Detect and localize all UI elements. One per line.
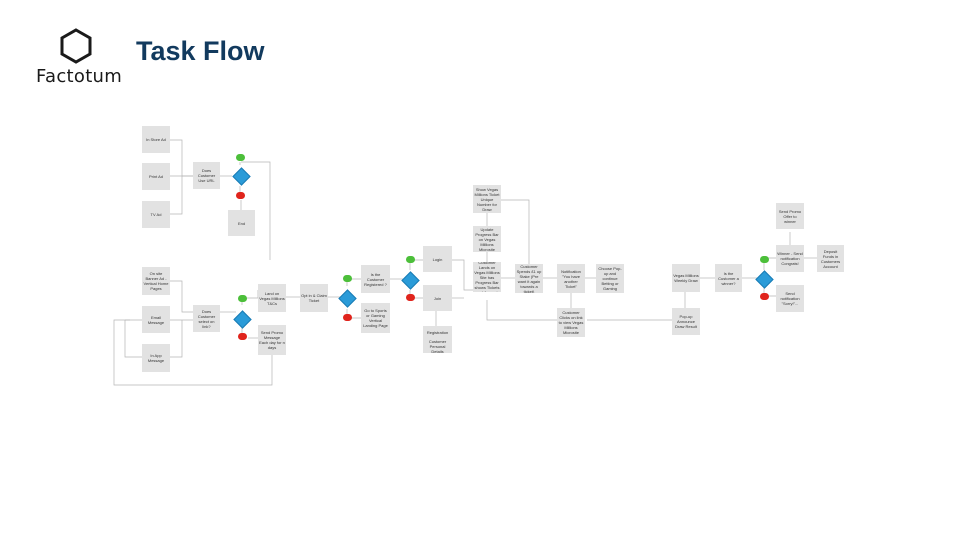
- in-store-ad-node: In Store Ad: [142, 126, 170, 153]
- tv-ad-node: TV Ad: [142, 201, 170, 228]
- go-to-sports-gaming-node: Go to Sports or Gaming Vertical Landing …: [361, 303, 390, 333]
- customer-lands-microsite-node: Customer Lands on Vegas Millions Site ha…: [473, 262, 501, 292]
- no-indicator: [343, 314, 352, 321]
- send-notification-sorry-node: Send notification "Sorry!"...: [776, 285, 804, 312]
- print-ad-node: Print Ad: [142, 163, 170, 190]
- hexagon-logo-icon: [60, 28, 92, 64]
- customer-personal-details-node: Customer Personal Details: [423, 339, 452, 353]
- yes-indicator: [760, 256, 769, 263]
- update-progress-bar-node: Update Progress Bar on Vegas Millions Mi…: [473, 226, 501, 252]
- choose-pop-up-node: Choose Pop-up and continue Betting or Ga…: [596, 264, 624, 293]
- no-indicator: [406, 294, 415, 301]
- registration-node: Registration: [423, 326, 452, 339]
- deposit-funds-node: Deposit Funds in Customers Account: [817, 245, 844, 272]
- logo: Factotum: [30, 26, 123, 87]
- is-customer-registered-node: Is the Customer Registered ?: [361, 265, 390, 293]
- land-on-vegas-millions-node: Land on Vegas Millions T&Cs: [258, 284, 286, 312]
- yes-indicator: [343, 275, 352, 282]
- customer-clicks-microsite-node: Customer Clicks on link to view Vegas Mi…: [557, 308, 585, 337]
- logo-text: Factotum: [36, 66, 123, 87]
- join-node: Join: [423, 285, 452, 311]
- yes-indicator: [238, 295, 247, 302]
- does-customer-select-link-node: Does Customer select on link?: [193, 305, 220, 332]
- vegas-millions-weekly-draw-node: Vegas Millions Weekly Draw: [672, 264, 700, 292]
- send-promo-offer-node: Send Promo Offer to winner: [776, 203, 804, 229]
- show-vegas-millions-ticket-node: Show Vegas Millions Ticket Unique Number…: [473, 185, 501, 213]
- end-node: End: [228, 210, 255, 236]
- notification-ticket-node: Notification "You have another Ticket": [557, 264, 585, 293]
- does-customer-use-url-node: Does Customer Use URL: [193, 162, 220, 189]
- no-indicator: [236, 192, 245, 199]
- pop-up-announce-node: Pop-up Announce Draw Result: [672, 308, 700, 335]
- is-customer-winner-node: Is the Customer a winner?: [715, 264, 742, 292]
- page-title: Task Flow: [136, 36, 265, 66]
- in-app-message-node: In App Message: [142, 344, 170, 372]
- send-promo-message-node: Send Promo Message Each day for n days: [258, 325, 286, 355]
- login-node: Login: [423, 246, 452, 272]
- no-indicator: [238, 333, 247, 340]
- email-message-node: Email Message: [142, 306, 170, 333]
- yes-indicator: [236, 154, 245, 161]
- customer-spends-node: Customer Spends £1 up Stake (Pre want it…: [515, 264, 543, 293]
- opt-in-claim-ticket-node: Opt in & Claim Ticket: [300, 284, 328, 312]
- on-site-banner-node: On site Banner Ad - Vertical Home Pages: [142, 267, 170, 295]
- yes-indicator: [406, 256, 415, 263]
- winner-notification-node: Winner - Send notification Congrats!: [776, 245, 804, 272]
- no-indicator: [760, 293, 769, 300]
